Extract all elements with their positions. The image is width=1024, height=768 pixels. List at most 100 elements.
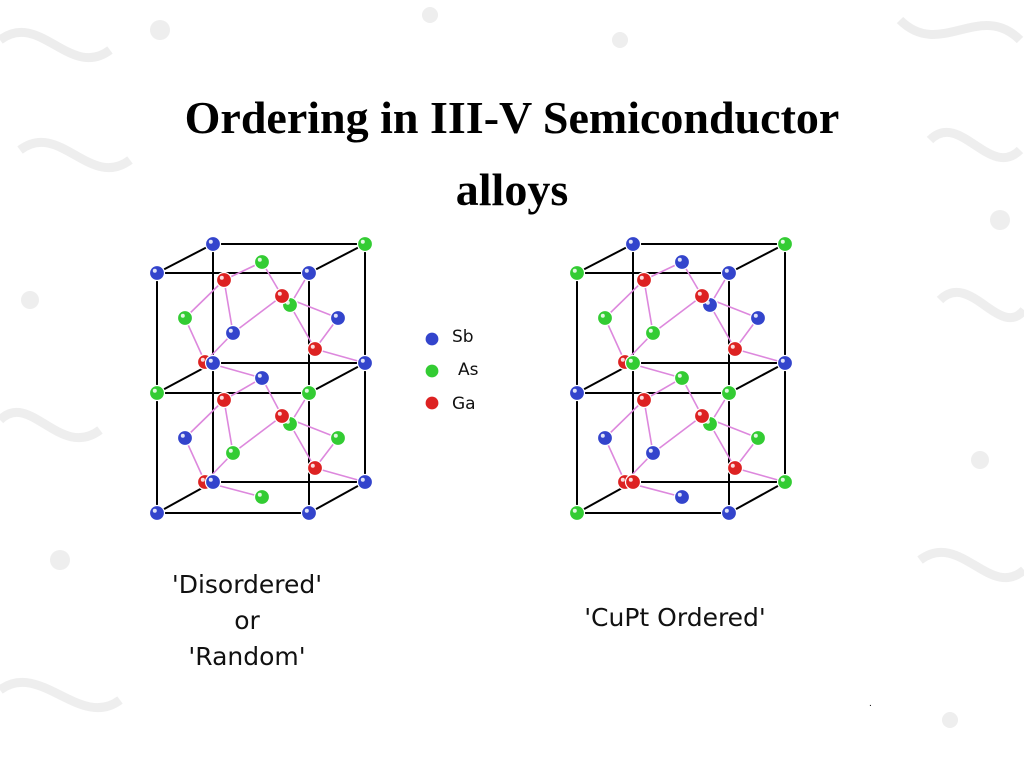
cell-edge xyxy=(728,362,786,394)
title-line-1: Ordering in III-V Semiconductor xyxy=(184,92,840,143)
atom-highlight xyxy=(228,448,233,453)
bond xyxy=(652,295,703,334)
cell-edge xyxy=(728,243,786,274)
atom-highlight xyxy=(180,313,185,318)
atom-highlight xyxy=(639,275,644,280)
atom-as xyxy=(176,309,194,327)
atom-sb xyxy=(148,504,166,522)
atom-highlight xyxy=(257,492,262,497)
atom-as xyxy=(720,384,738,402)
atom-highlight xyxy=(208,477,213,482)
atom-sb xyxy=(204,235,222,253)
atom-highlight xyxy=(277,291,282,296)
atom-as xyxy=(356,235,374,253)
atom-ga xyxy=(624,473,642,491)
atom-highlight xyxy=(152,388,157,393)
atom-highlight xyxy=(724,388,729,393)
atom-as xyxy=(568,264,586,282)
atom-ga xyxy=(215,271,233,289)
atom-highlight xyxy=(304,508,309,513)
atom-as xyxy=(673,369,691,387)
atom-highlight xyxy=(219,395,224,400)
atom-highlight xyxy=(152,508,157,513)
atom-ga xyxy=(635,391,653,409)
bond xyxy=(223,279,234,334)
bond xyxy=(223,399,234,454)
bond xyxy=(314,467,366,483)
atom-as xyxy=(776,473,794,491)
legend-marker-as xyxy=(424,363,440,379)
atom-highlight xyxy=(208,239,213,244)
atom-highlight xyxy=(620,477,625,482)
atom-as xyxy=(253,253,271,271)
atom-sb xyxy=(673,253,691,271)
legend-label-as: As xyxy=(458,360,479,380)
legend: Sb As Ga xyxy=(424,327,479,414)
atom-highlight xyxy=(724,268,729,273)
footnote-dot: . xyxy=(869,698,872,709)
legend-marker-ga xyxy=(424,395,440,411)
atom-as xyxy=(329,429,347,447)
atom-highlight xyxy=(277,411,282,416)
cell-edge xyxy=(308,362,366,394)
cell-edge xyxy=(728,481,786,514)
atom-highlight xyxy=(780,358,785,363)
atom-highlight xyxy=(360,239,365,244)
atom-highlight xyxy=(724,508,729,513)
atom-as xyxy=(253,488,271,506)
atom-sb xyxy=(176,429,194,447)
atom-highlight xyxy=(310,344,315,349)
atom-highlight xyxy=(648,328,653,333)
cupt-ordered-caption: 'CuPt Ordered' xyxy=(540,600,810,636)
disordered-crystal-structure xyxy=(148,235,374,522)
atom-sb xyxy=(720,264,738,282)
atom-highlight xyxy=(730,344,735,349)
atom-highlight xyxy=(360,358,365,363)
caption-right-line: 'CuPt Ordered' xyxy=(584,603,766,632)
bond xyxy=(289,304,316,350)
atom-as xyxy=(224,444,242,462)
atom-highlight xyxy=(648,448,653,453)
bond xyxy=(184,279,225,319)
atom-ga xyxy=(215,391,233,409)
bond xyxy=(643,399,654,454)
caption-left-line-2: or xyxy=(234,606,260,635)
atom-highlight xyxy=(780,477,785,482)
atom-highlight xyxy=(600,433,605,438)
atom-highlight xyxy=(200,477,205,482)
atom-highlight xyxy=(152,268,157,273)
atom-highlight xyxy=(677,492,682,497)
atom-sb xyxy=(673,488,691,506)
atom-highlight xyxy=(620,357,625,362)
bond xyxy=(604,399,645,439)
atom-sb xyxy=(224,324,242,342)
page-title: Ordering in III-V Semiconductor alloys xyxy=(0,82,1024,226)
atom-highlight xyxy=(730,463,735,468)
atom-ga xyxy=(306,340,324,358)
title-line-2: alloys xyxy=(455,164,569,215)
atom-sb xyxy=(720,504,738,522)
atom-highlight xyxy=(333,313,338,318)
atom-highlight xyxy=(304,388,309,393)
atom-sb xyxy=(204,354,222,372)
cell-edge xyxy=(576,243,634,274)
atom-highlight xyxy=(628,358,633,363)
atom-highlight xyxy=(310,463,315,468)
caption-left-line-3: 'Random' xyxy=(188,642,306,671)
atom-as xyxy=(300,384,318,402)
atom-highlight xyxy=(180,433,185,438)
atom-highlight xyxy=(360,477,365,482)
atom-ga xyxy=(726,340,744,358)
atom-sb xyxy=(148,264,166,282)
atom-highlight xyxy=(628,477,633,482)
atom-highlight xyxy=(572,268,577,273)
atom-sb xyxy=(300,264,318,282)
atom-highlight xyxy=(219,275,224,280)
atom-highlight xyxy=(780,239,785,244)
atom-ga xyxy=(693,407,711,425)
bond xyxy=(734,348,786,364)
bond xyxy=(289,423,316,469)
atom-sb xyxy=(356,473,374,491)
atom-as xyxy=(644,324,662,342)
